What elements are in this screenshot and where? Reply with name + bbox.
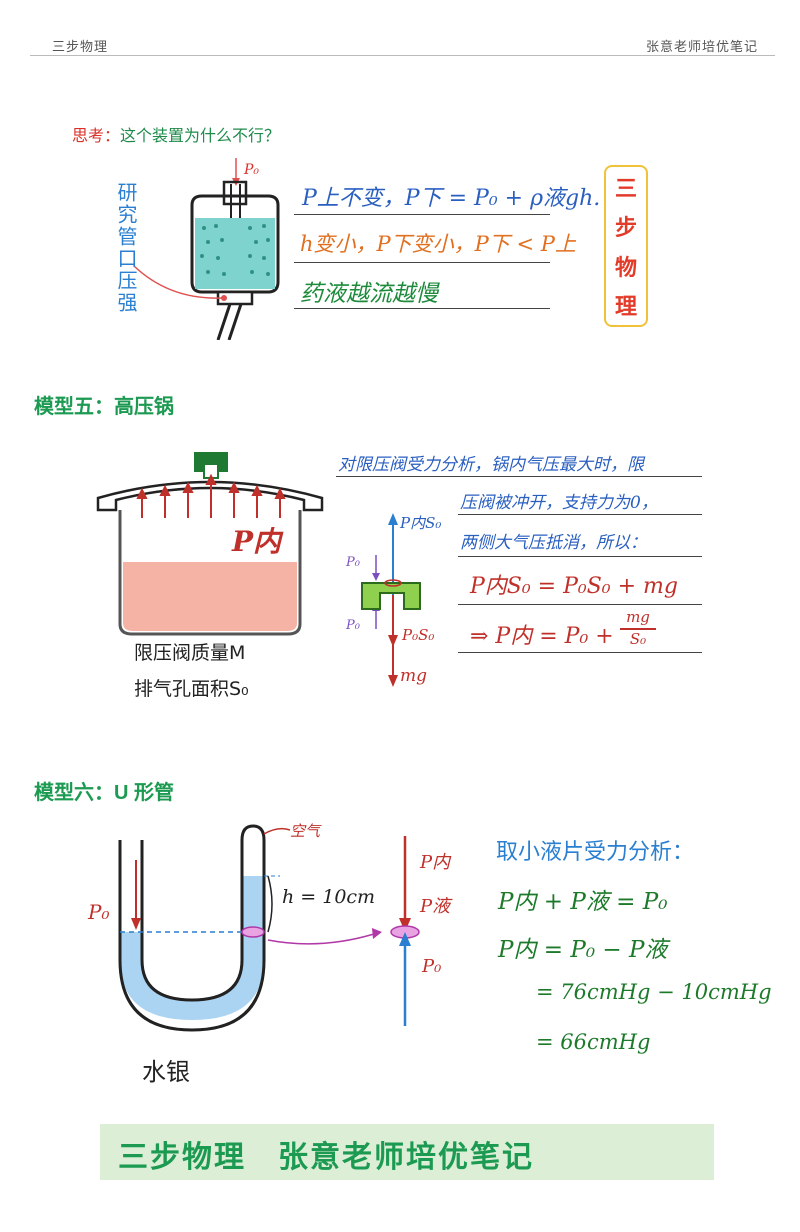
model5-text1: 对限压阀受力分析，锅内气压最大时，限 <box>338 455 644 475</box>
footer-banner <box>100 1124 714 1180</box>
h-label: h = 10cm <box>282 886 376 908</box>
model5-rule2 <box>458 514 702 515</box>
mercury-label: 水银 <box>142 1058 190 1086</box>
model5-eq2-prefix: ⇒ P内 = P₀ + <box>470 624 614 649</box>
slice-force-top2: P液 <box>420 896 451 917</box>
model6-eq3: = 76cmHg − 10cmHg <box>536 980 772 1004</box>
think-label: 思考： <box>72 126 121 145</box>
valve-p0-top: P₀ <box>346 555 360 570</box>
model5-text3: 两侧大气压抵消，所以： <box>460 533 647 553</box>
header-divider <box>30 55 775 56</box>
model6-eq4: = 66cmHg <box>536 1030 651 1054</box>
header-right: 张意老师培优笔记 <box>646 40 759 55</box>
model5-text2: 压阀被冲开，支持力为0， <box>460 493 658 513</box>
cooker-p-inside: P内 <box>232 525 282 558</box>
device1-rule2 <box>294 262 550 263</box>
utube-p0-label: P₀ <box>88 900 110 924</box>
model5-rule3 <box>458 556 702 557</box>
badge-char: 步 <box>614 215 637 242</box>
device1-line3: 药液越流越慢 <box>300 281 438 307</box>
think-question: 这个装置为什么不行？ <box>120 126 281 145</box>
weight-label: mg <box>400 666 428 686</box>
slice-force-top1: P内 <box>420 852 451 873</box>
model6-title: 模型六：U 形管 <box>34 782 174 804</box>
device1-line1: P上不变，P下 = P₀ + ρ液gh. <box>302 186 601 211</box>
device1-line2: h变小，P下变小，P下 < P上 <box>300 232 576 256</box>
footer-banner-text: 三步物理 张意老师培优笔记 <box>118 1140 534 1175</box>
badge-char: 物 <box>614 254 637 281</box>
device1-side-note: 研究管口压强 <box>114 182 138 314</box>
model6-eq1: P内 + P液 = P₀ <box>498 889 668 915</box>
pressure-cooker-diagram <box>96 452 324 636</box>
model5-rule5 <box>458 652 702 653</box>
device1-p0-label: P₀ <box>244 162 260 178</box>
air-label: 空气 <box>290 822 321 840</box>
slice-force-bottom: P₀ <box>422 956 442 977</box>
u-tube-diagram <box>118 824 382 1032</box>
liquid-slice-force-diagram <box>390 836 420 1026</box>
header-left: 三步物理 <box>52 40 109 55</box>
model5-rule1 <box>336 476 702 477</box>
valve-force-diagram <box>361 513 421 687</box>
badge-char: 理 <box>614 294 637 321</box>
force-down-label: P₀S₀ <box>402 626 435 644</box>
valve-mass-label: 限压阀质量M <box>134 642 246 664</box>
model5-eq2-num: mg <box>626 608 650 626</box>
valve-p0-bottom: P₀ <box>346 618 360 633</box>
model5-fraction-bar <box>620 628 656 630</box>
hole-area-label: 排气孔面积S₀ <box>134 678 249 700</box>
device1-rule1 <box>294 214 550 215</box>
device1-rule3 <box>294 308 550 309</box>
model6-eq2: P内 = P₀ − P液 <box>498 937 668 963</box>
model5-eq1: P内S₀ = P₀S₀ + mg <box>470 574 678 599</box>
model5-title: 模型五：高压锅 <box>34 396 174 418</box>
brand-badge: 三 步 物 理 <box>604 165 648 327</box>
iv-bottle-diagram <box>133 158 280 340</box>
model5-eq2-den: S₀ <box>629 630 647 648</box>
model5-rule4 <box>458 604 702 605</box>
badge-char: 三 <box>614 175 637 202</box>
think-prompt: 思考：这个装置为什么不行？ <box>72 122 280 146</box>
force-up-label: P内S₀ <box>400 514 442 532</box>
analysis-title: 取小液片受力分析： <box>496 840 695 865</box>
